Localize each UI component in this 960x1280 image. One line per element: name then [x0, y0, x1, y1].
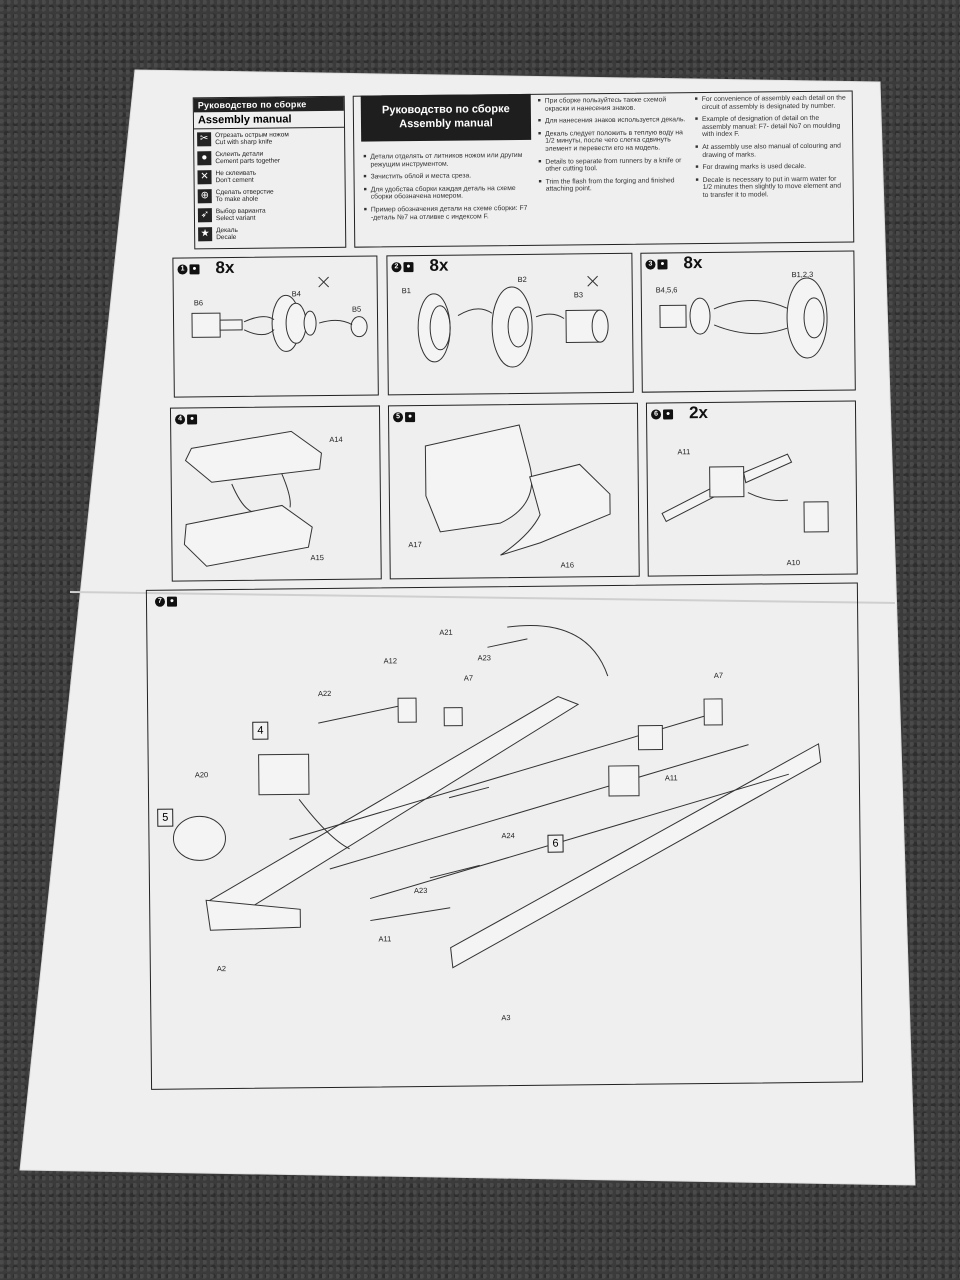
note: Зачистить облой и места среза. — [364, 172, 529, 181]
part-label: A7 — [463, 673, 474, 683]
step-5-panel: 5 ● A17 A16 — [387, 402, 640, 580]
step-1-drawing — [191, 276, 368, 352]
step-3-panel: 3 ● 8x B4,5,6 B1,2,3 — [640, 250, 856, 393]
legend-panel: Руководство по сборке Assembly manual ✂ … — [192, 95, 347, 250]
note: Декаль следует положить в теплую воду на… — [538, 129, 688, 153]
step-2-panel: 2 ● 8x B1 B2 B3 — [386, 252, 634, 396]
notes-ru-left: Детали отделять от литников ножом или др… — [363, 152, 529, 227]
step-6-panel: 6 ● 2x A11 A10 — [645, 400, 858, 577]
part-label: A7 — [713, 670, 724, 680]
part-label: B1,2,3 — [791, 269, 814, 280]
part-label: B6 — [193, 298, 204, 308]
note: Trim the flash from the forging and fini… — [539, 177, 689, 194]
legend-item-en: To make ahole — [215, 195, 259, 203]
step-7-panel: 7 ● A21 A23 A12 A7 A22 — [145, 582, 864, 1090]
note: Для удобства сборки каждая деталь на схе… — [364, 185, 529, 202]
part-label: A12 — [383, 656, 398, 666]
variant-icon: ➶ — [197, 207, 213, 222]
note: Decale is necessary to put in warm water… — [696, 175, 848, 199]
notes-mid: При сборке пользуйтесь также схемой окра… — [538, 96, 689, 199]
part-label: A3 — [501, 1013, 511, 1023]
step-5-drawing — [424, 424, 611, 556]
subassembly-callout: 5 — [157, 808, 174, 827]
step-6-drawing — [661, 453, 829, 533]
part-label: A20 — [194, 770, 209, 780]
manual-header: Руководство по сборке Assembly manual — [360, 93, 532, 142]
part-label: A11 — [664, 773, 678, 783]
no-glue-icon: ✕ — [197, 169, 212, 184]
step-2-drawing — [417, 275, 609, 368]
part-label: A14 — [329, 434, 343, 444]
legend-item-en: Decale — [216, 233, 237, 241]
step-1-panel: 1 ● 8x B6 B4 B5 — [172, 255, 379, 398]
step-4-panel: 4 ● A14 A15 — [169, 405, 382, 582]
notes-en-right: For convenience of assembly each detail … — [695, 95, 848, 205]
part-label: B1 — [401, 286, 411, 296]
legend-title-en: Assembly manual — [193, 110, 345, 130]
part-label: A11 — [677, 447, 691, 457]
subassembly-callout: 6 — [547, 834, 564, 853]
part-label: A10 — [786, 558, 801, 568]
part-label: B3 — [573, 290, 584, 300]
part-label: A11 — [378, 934, 392, 944]
step-4-drawing — [183, 430, 322, 567]
manual-header-en: Assembly manual — [399, 117, 493, 131]
part-label: A24 — [501, 831, 515, 841]
note: For convenience of assembly each detail … — [695, 95, 847, 112]
part-label: B4 — [291, 289, 302, 299]
step-3-drawing — [659, 277, 828, 359]
knife-icon: ✂ — [197, 131, 212, 146]
part-label: B5 — [351, 304, 362, 314]
note: Для нанесения знаков используется декаль… — [538, 116, 688, 125]
part-label: A15 — [310, 553, 324, 563]
legend-item-en: Select variant — [215, 214, 256, 222]
legend-item-en: Cut with sharp knife — [215, 138, 273, 146]
chassis-frame-drawing — [172, 624, 822, 969]
note: Example of designation of detail on the … — [695, 115, 847, 139]
note: At assembly use also manual of colouring… — [695, 142, 847, 159]
drill-icon: ⊕ — [197, 188, 212, 203]
part-label: B4,5,6 — [655, 285, 678, 295]
note: Пример обозначения детали на схеме сборк… — [364, 205, 529, 222]
part-label: A21 — [439, 627, 453, 637]
note: При сборке пользуйтесь также схемой окра… — [538, 96, 688, 113]
decal-star-icon: ★ — [198, 226, 213, 241]
part-label: A16 — [560, 560, 575, 570]
legend-item-en: Don't cement — [215, 176, 254, 184]
instruction-sheet: Руководство по сборке Assembly manual ✂ … — [145, 82, 874, 1119]
glue-drop-icon: ● — [197, 150, 212, 165]
note: Details to separate from runners by a kn… — [538, 157, 688, 174]
part-label: A2 — [216, 964, 227, 974]
part-label: A23 — [413, 885, 428, 896]
legend-item-en: Cement parts together — [215, 156, 281, 165]
note: Детали отделять от литников ножом или др… — [363, 152, 528, 169]
part-label: A22 — [317, 688, 332, 699]
manual-header-ru: Руководство по сборке — [381, 103, 510, 117]
part-label: A23 — [477, 653, 491, 663]
subassembly-callout: 4 — [252, 721, 269, 740]
note: For drawing marks is used decale. — [695, 163, 847, 172]
part-label: B2 — [517, 274, 527, 284]
part-label: A17 — [408, 540, 422, 550]
